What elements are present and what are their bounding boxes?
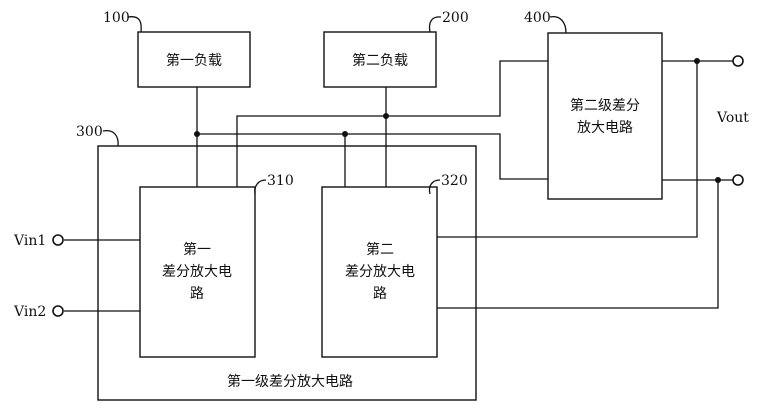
junction-dot [715,177,721,183]
second-load-block: 第二负载 [323,31,437,88]
second-amp-label-line3: 路 [373,286,387,302]
first-amp-label-line2: 差分放大电 [162,264,232,280]
first-amp-label-line1: 第一 [183,241,211,258]
second-load-label: 第二负载 [352,52,408,69]
junction-dot [194,131,200,137]
leader-200 [428,16,442,33]
vout-terminal-top [732,55,744,67]
vin1-label: Vin1 [13,233,46,249]
vout-label: Vout [716,110,749,126]
wire-bus-upper [236,60,548,187]
first-amp-block: 第一 差分放大电 路 [139,186,256,358]
second-amp-block: 第二 差分放大电 路 [321,186,438,358]
junction-dot [383,113,389,119]
vin2-label: Vin2 [13,304,46,320]
wire-feedback-top [437,61,698,238]
ref-400: 400 [524,10,551,26]
leader-320 [428,179,441,195]
ref-320: 320 [441,173,468,189]
wire-bus-lower [197,133,548,180]
junction-dot [694,58,700,64]
leader-100 [127,16,142,33]
first-amp-label-line3: 路 [190,286,204,302]
second-amp-label-line1: 第二 [366,241,394,258]
leader-400 [549,16,567,34]
reference-callouts: 100 200 400 300 310 320 [76,10,567,195]
junction-dot [342,131,348,137]
vout-terminal-bottom [732,174,744,186]
second-stage-block: 第二级差分 放大电路 [547,32,663,200]
vin2-terminal [52,305,64,317]
wires [64,60,733,312]
first-stage-caption: 第一级差分放大电路 [227,373,353,390]
first-load-block: 第一负载 [137,31,251,88]
second-amp-label-line2: 差分放大电 [345,264,415,280]
vin1-terminal [52,234,64,246]
ref-100: 100 [103,10,130,26]
first-stage-frame [97,145,477,401]
terminals [52,55,744,317]
second-stage-label-line1: 第二级差分 [570,97,640,114]
first-load-label: 第一负载 [166,52,222,69]
wire-feedback-bottom [437,180,719,309]
ref-200: 200 [442,10,469,26]
leader-310 [254,179,267,195]
junctions [194,58,721,183]
second-stage-label-line2: 放大电路 [577,120,633,136]
ref-310: 310 [267,173,294,189]
leader-300 [102,130,119,147]
ref-300: 300 [76,124,103,140]
